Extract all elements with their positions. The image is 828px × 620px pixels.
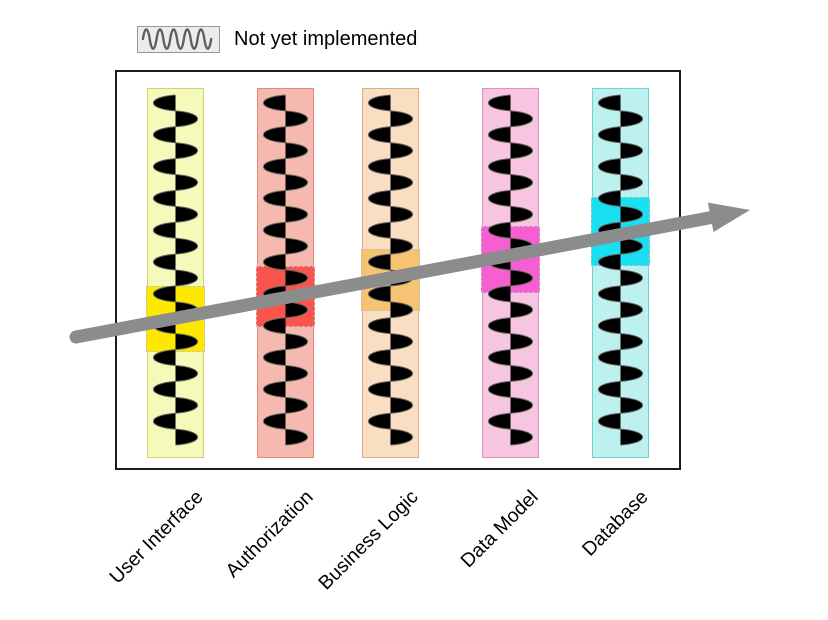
layer-column-data-model xyxy=(481,88,540,458)
layer-column-user-interface xyxy=(146,88,205,458)
legend-label: Not yet implemented xyxy=(234,28,418,50)
legend: Not yet implemented xyxy=(137,26,417,53)
layer-column-business-logic xyxy=(361,88,420,458)
squiggle-pattern-icon xyxy=(258,89,313,457)
legend-swatch xyxy=(137,26,220,53)
layer-column-database xyxy=(591,88,650,458)
arrow-head-icon xyxy=(707,202,750,232)
squiggle-pattern-icon xyxy=(593,89,648,457)
squiggle-pattern-icon xyxy=(483,89,538,457)
squiggle-icon xyxy=(141,28,213,50)
layer-column-authorization xyxy=(256,88,315,458)
diagram-frame xyxy=(115,70,681,470)
squiggle-pattern-icon xyxy=(148,89,203,457)
squiggle-pattern-icon xyxy=(363,89,418,457)
